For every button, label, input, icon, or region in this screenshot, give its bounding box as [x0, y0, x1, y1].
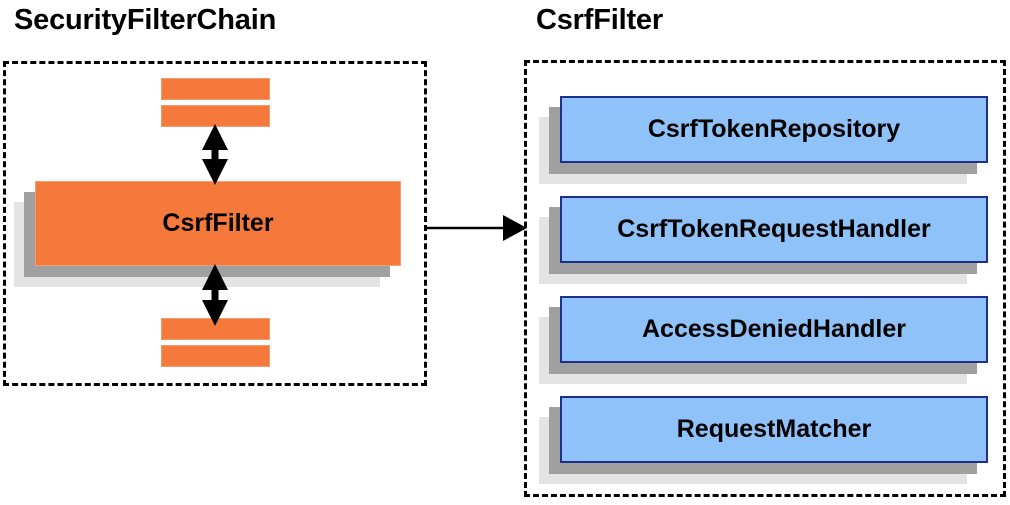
filter-slab-bottom-1 [161, 318, 270, 340]
node-label: CsrfFilter [162, 209, 274, 237]
node-request-matcher[interactable]: RequestMatcher [539, 396, 988, 484]
filter-slab-top-2 [161, 105, 270, 127]
card-face: CsrfTokenRequestHandler [560, 196, 988, 263]
chain-to-filter-arrow-icon [424, 215, 527, 241]
card-face: RequestMatcher [560, 396, 988, 463]
node-label: CsrfTokenRepository [647, 115, 901, 143]
node-label: AccessDeniedHandler [641, 315, 906, 343]
node-access-denied-handler[interactable]: AccessDeniedHandler [539, 296, 988, 384]
node-csrf-token-request-handler[interactable]: CsrfTokenRequestHandler [539, 196, 988, 284]
node-csrf-filter[interactable]: CsrfFilter [14, 181, 401, 287]
node-label: CsrfTokenRequestHandler [617, 215, 931, 243]
node-label: RequestMatcher [676, 415, 872, 443]
filter-slab-bottom-2 [161, 345, 270, 367]
card-face: AccessDeniedHandler [560, 296, 988, 363]
node-csrf-token-repository[interactable]: CsrfTokenRepository [539, 96, 988, 184]
panel-title-csrf-filter: CsrfFilter [536, 4, 663, 36]
card-face: CsrfTokenRepository [560, 96, 988, 163]
filter-slab-top-1 [161, 78, 270, 100]
card-face: CsrfFilter [35, 181, 401, 266]
panel-title-security-filter-chain: SecurityFilterChain [14, 4, 277, 36]
security-filter-chain-container [3, 61, 427, 386]
csrf-filter-container [524, 60, 1006, 497]
